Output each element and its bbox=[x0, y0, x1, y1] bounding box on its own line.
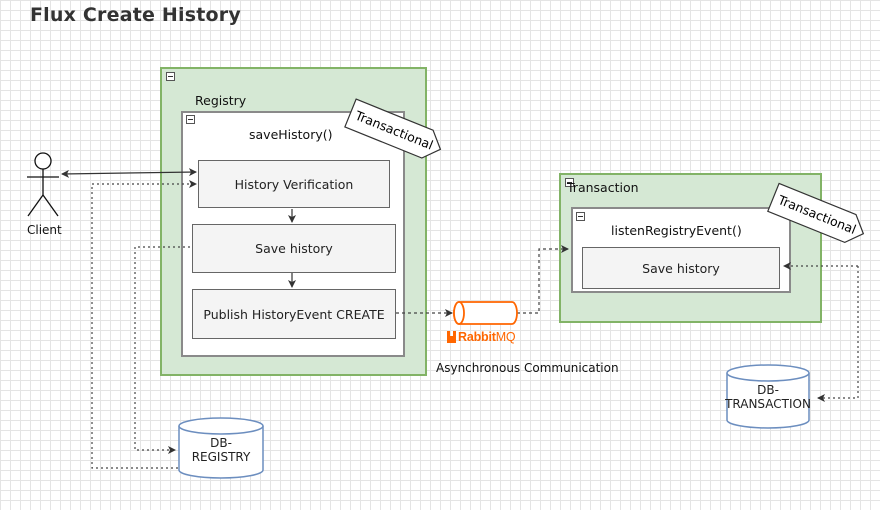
transaction-container[interactable]: Transaction listenRegistryEvent() Save h… bbox=[559, 173, 822, 323]
queue-icon[interactable] bbox=[453, 301, 518, 325]
db-registry-line1: DB- bbox=[210, 436, 232, 450]
step-label: Save history bbox=[255, 241, 333, 256]
registry-container[interactable]: Registry saveHistory() History Verificat… bbox=[160, 67, 427, 376]
transaction-label: Transaction bbox=[567, 180, 639, 195]
db-transaction-label: DB- TRANSACTION bbox=[718, 383, 818, 411]
transaction-db-connector bbox=[817, 266, 859, 402]
publish-event-step[interactable]: Publish HistoryEvent CREATE bbox=[192, 289, 396, 339]
collapse-icon[interactable] bbox=[576, 212, 585, 221]
save-history-method-label: saveHistory() bbox=[249, 127, 333, 142]
transaction-save-history-step[interactable]: Save history bbox=[582, 247, 780, 289]
history-verification-step[interactable]: History Verification bbox=[198, 160, 390, 208]
db-registry-label: DB- REGISTRY bbox=[179, 436, 263, 464]
step-label: Publish HistoryEvent CREATE bbox=[203, 306, 385, 322]
save-history-method-box[interactable]: saveHistory() History Verification Save … bbox=[181, 111, 405, 357]
save-history-step[interactable]: Save history bbox=[192, 224, 396, 273]
rabbitmq-logo-icon bbox=[447, 331, 456, 343]
db-transaction-line2: TRANSACTION bbox=[725, 397, 811, 411]
async-communication-caption: Asynchronous Communication bbox=[436, 361, 619, 375]
step-label: History Verification bbox=[234, 176, 354, 192]
diagram-title: Flux Create History bbox=[30, 4, 241, 26]
registry-label: Registry bbox=[195, 93, 247, 108]
rabbitmq-wordmark-mq: MQ bbox=[495, 330, 516, 344]
listen-registry-event-method-box[interactable]: listenRegistryEvent() Save history bbox=[571, 207, 791, 293]
collapse-icon[interactable] bbox=[565, 178, 574, 187]
db-registry-line2: REGISTRY bbox=[191, 450, 251, 464]
listen-registry-event-label: listenRegistryEvent() bbox=[611, 223, 742, 238]
db-transaction-line1: DB- bbox=[757, 383, 779, 397]
client-label: Client bbox=[27, 223, 62, 237]
collapse-icon[interactable] bbox=[166, 72, 175, 81]
collapse-icon[interactable] bbox=[186, 115, 195, 124]
step-label: Save history bbox=[642, 260, 720, 276]
stick-figure-icon[interactable] bbox=[27, 152, 59, 217]
rabbitmq-wordmark-rabbit: Rabbit bbox=[458, 330, 496, 344]
rabbitmq-wordmark: RabbitMQ bbox=[458, 330, 516, 344]
